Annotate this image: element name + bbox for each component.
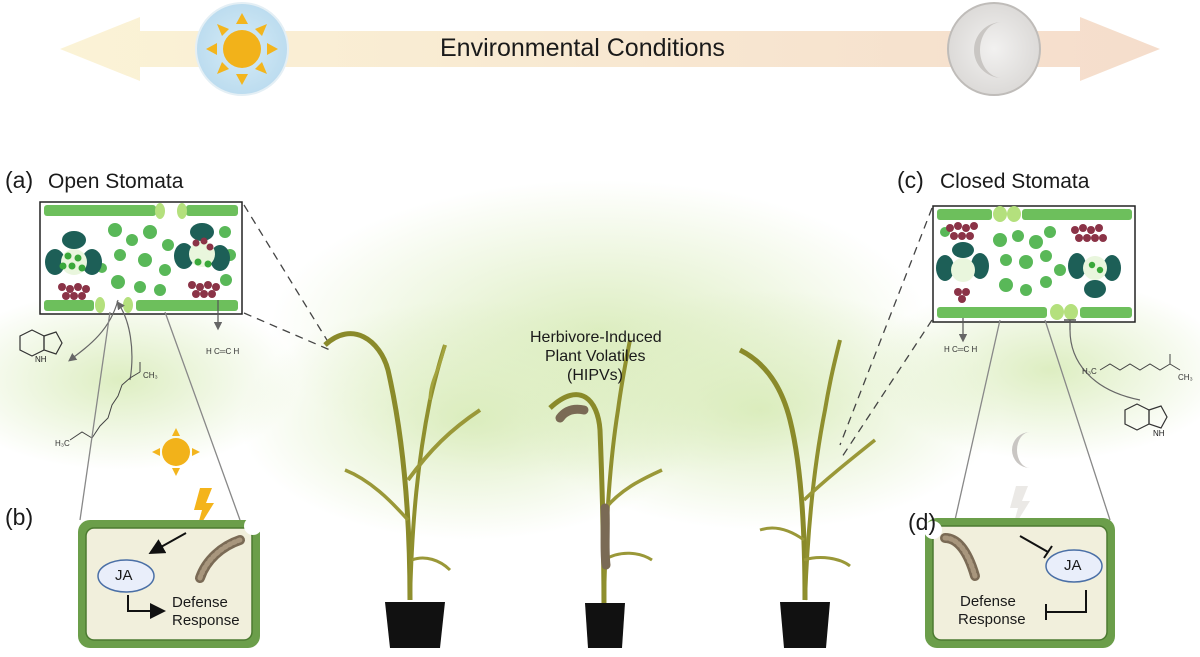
- moon-icon: [947, 2, 1041, 96]
- dashed-lines-a: [243, 204, 331, 351]
- plant-right: [738, 339, 877, 648]
- vascular-bundle-closed-right: [1068, 224, 1121, 298]
- plant-middle: [548, 339, 663, 648]
- environment-arrow: [60, 17, 1160, 81]
- hipv-line2: Plant Volatiles: [545, 348, 646, 365]
- volatile-haze: [0, 180, 1200, 540]
- small-sun-icon: [152, 428, 200, 476]
- ester-molecule-left: [69, 362, 141, 441]
- ja-label-d: JA: [1064, 557, 1082, 574]
- defense-response-line2-b: Response: [172, 612, 240, 629]
- ester-right-ch3-label: CH₃: [1178, 373, 1193, 382]
- ester-h3c-label: H₃C: [55, 439, 70, 448]
- defense-response-line2-d: Response: [958, 611, 1026, 628]
- defense-response-line1-d: Defense: [960, 593, 1016, 610]
- panel-c-title: Closed Stomata: [940, 170, 1090, 193]
- ethylene-label-right: H C═C H: [944, 345, 977, 354]
- panel-b-letter: (b): [5, 504, 34, 530]
- plant-cell-b: [78, 517, 262, 648]
- defense-response-line1-b: Defense: [172, 594, 228, 611]
- ethylene-label-left: H C═C H: [206, 347, 239, 356]
- indole-molecule-right: [1124, 403, 1168, 431]
- dashed-lines-c: [839, 207, 933, 461]
- plant-left: [323, 331, 482, 648]
- vascular-bundle-left: [45, 231, 102, 300]
- hipv-line1: Herbivore-Induced: [530, 329, 662, 346]
- zoom-lines-c: [954, 319, 1111, 521]
- panel-c-letter: (c): [897, 167, 924, 193]
- indole-molecule-left: [19, 329, 63, 357]
- vascular-bundle-closed-left: [936, 222, 989, 303]
- ester-right-h3c-label: H₃C: [1082, 367, 1097, 376]
- panel-a-title: Open Stomata: [48, 170, 184, 193]
- ester-molecule-right: [1099, 354, 1181, 371]
- small-moon-icon: [1012, 432, 1030, 468]
- indole-nh-left: NH: [35, 355, 47, 364]
- environmental-conditions-title: Environmental Conditions: [440, 34, 725, 62]
- panel-d-letter: (d): [908, 509, 937, 535]
- panel-a-letter: (a): [5, 167, 34, 193]
- ja-label-b: JA: [115, 567, 133, 584]
- sun-icon: [195, 2, 289, 96]
- hipv-line3: (HIPVs): [567, 367, 623, 384]
- vascular-bundle-right: [174, 223, 230, 298]
- zoom-lines-a: [79, 311, 241, 521]
- plant-cell-d: [924, 518, 1115, 648]
- ester-ch3-label: CH₃: [143, 371, 158, 380]
- leaf-section-closed: [932, 205, 1141, 401]
- indole-nh-right: NH: [1153, 429, 1165, 438]
- leaf-section-open: [39, 201, 243, 381]
